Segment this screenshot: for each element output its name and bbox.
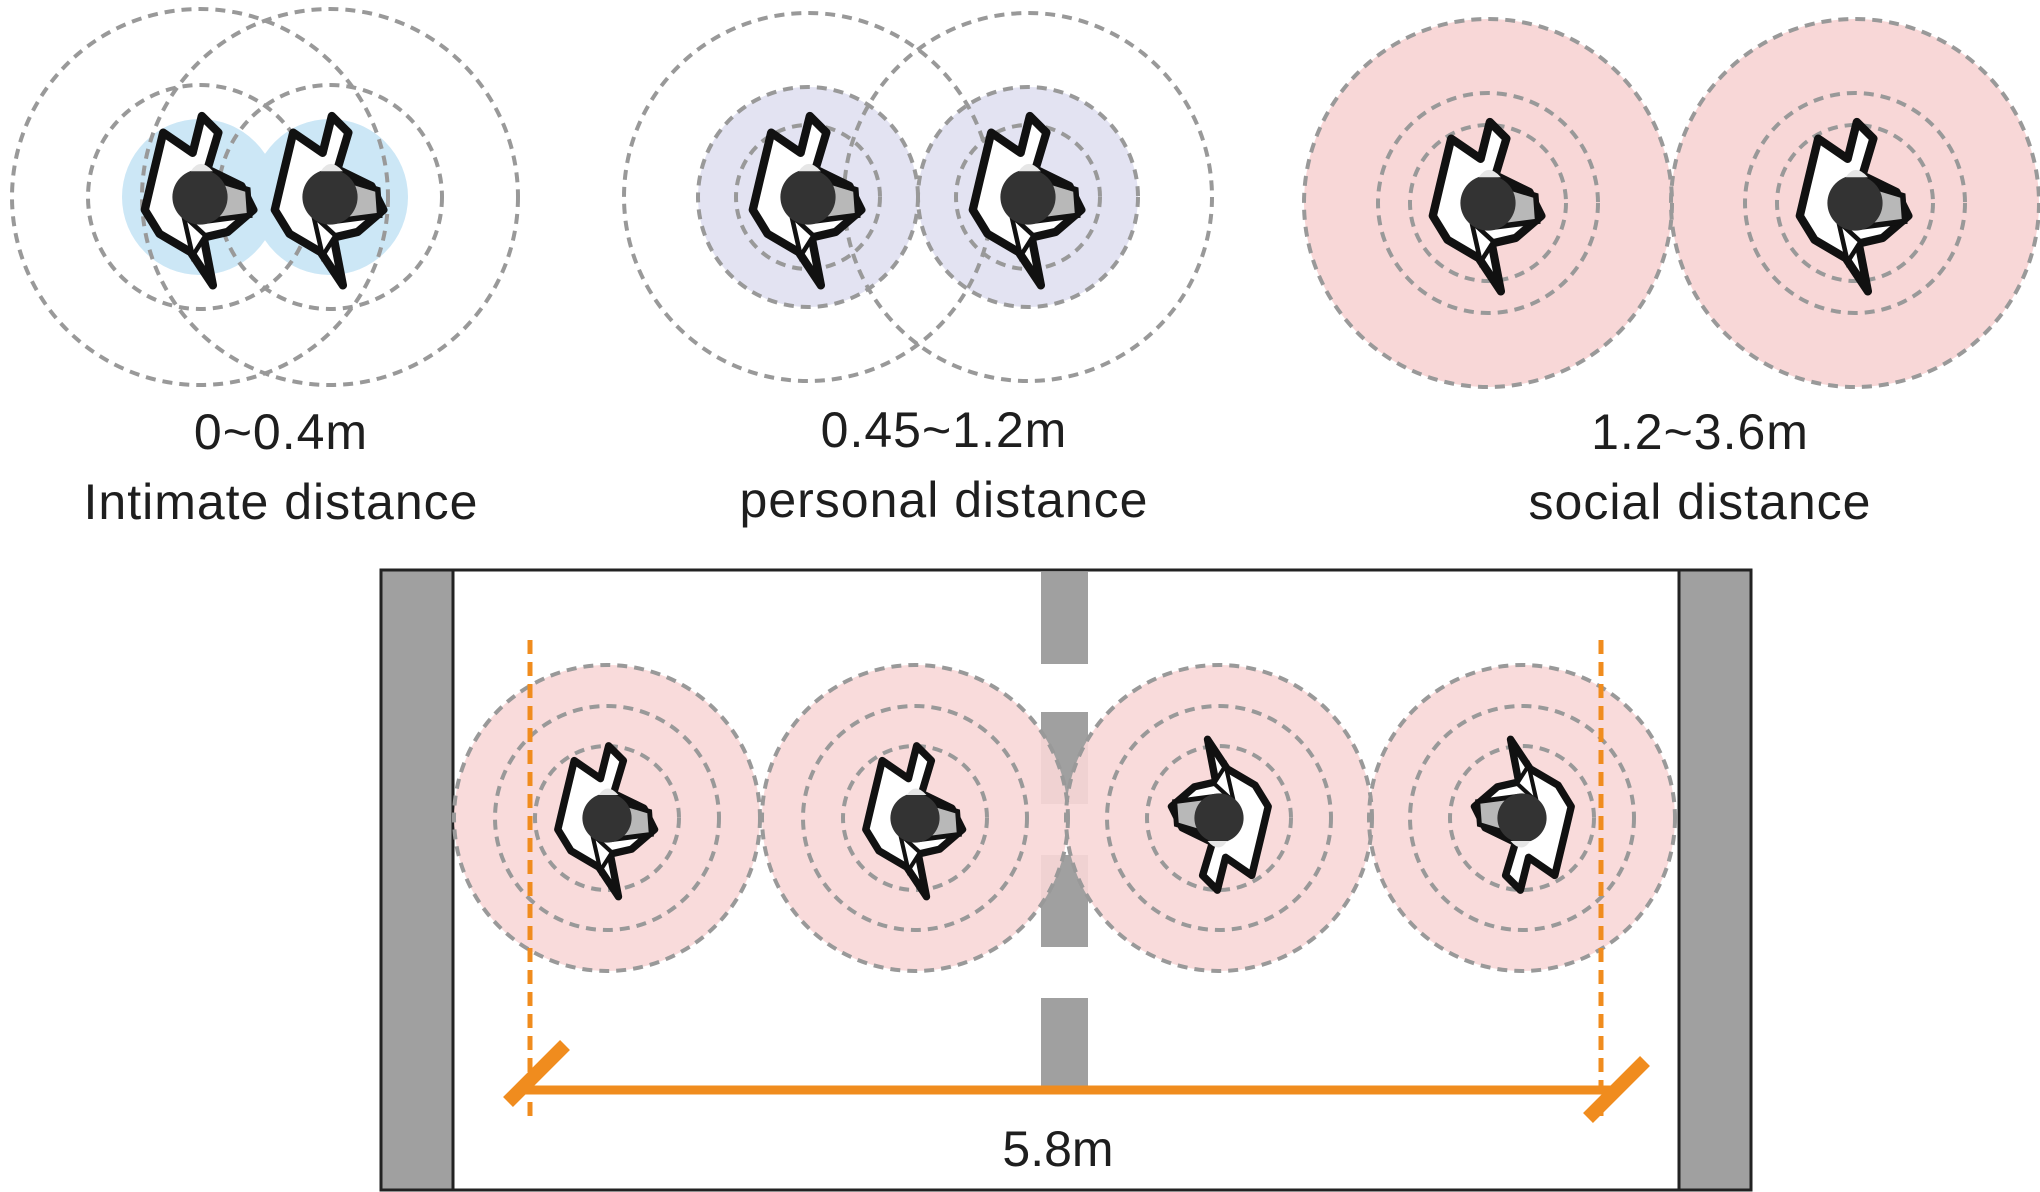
intimate-range-label: 0~0.4m <box>194 404 368 460</box>
arrow-head-icon <box>503 1040 570 1107</box>
dashed-ring <box>533 744 681 892</box>
dashed-ring <box>1367 663 1677 973</box>
arrow-head-icon <box>1583 1056 1650 1123</box>
right-wall <box>1677 568 1753 1192</box>
dashed-ring <box>954 123 1102 271</box>
left-wall <box>379 568 455 1192</box>
corridor-width-label: 5.8m <box>1002 1121 1113 1177</box>
dashed-ring <box>801 704 1029 932</box>
social-name-label: social distance <box>1529 474 1872 530</box>
corridor-diagram: 5.8m <box>379 568 1753 1192</box>
personal-name-label: personal distance <box>740 472 1149 528</box>
dashed-ring <box>493 704 721 932</box>
width-measurement <box>503 640 1650 1123</box>
dashed-ring <box>1064 663 1374 973</box>
social-distance-diagram <box>1302 17 2040 389</box>
dashed-ring <box>1105 704 1333 932</box>
social-range-label: 1.2~3.6m <box>1591 404 1809 460</box>
dashed-ring <box>140 7 520 387</box>
dashed-ring <box>916 85 1140 309</box>
dashed-ring <box>1669 17 2040 389</box>
dashed-ring <box>1448 744 1596 892</box>
personal-distance-diagram <box>622 11 1214 383</box>
dashed-ring <box>1743 91 1967 315</box>
dashed-ring <box>841 744 989 892</box>
personal-range-label: 0.45~1.2m <box>821 402 1068 458</box>
dashed-ring <box>1376 91 1600 315</box>
intimate-name-label: Intimate distance <box>84 474 479 530</box>
dashed-ring <box>1408 704 1636 932</box>
dashed-ring <box>734 123 882 271</box>
dashed-ring <box>1302 17 1674 389</box>
intimate-distance-diagram <box>10 7 520 387</box>
zone-labels: 0~0.4m Intimate distance 0.45~1.2m perso… <box>84 402 1872 530</box>
dashed-ring <box>1145 744 1293 892</box>
dashed-ring <box>10 7 390 387</box>
dashed-ring <box>842 11 1214 383</box>
dashed-ring <box>216 83 444 311</box>
